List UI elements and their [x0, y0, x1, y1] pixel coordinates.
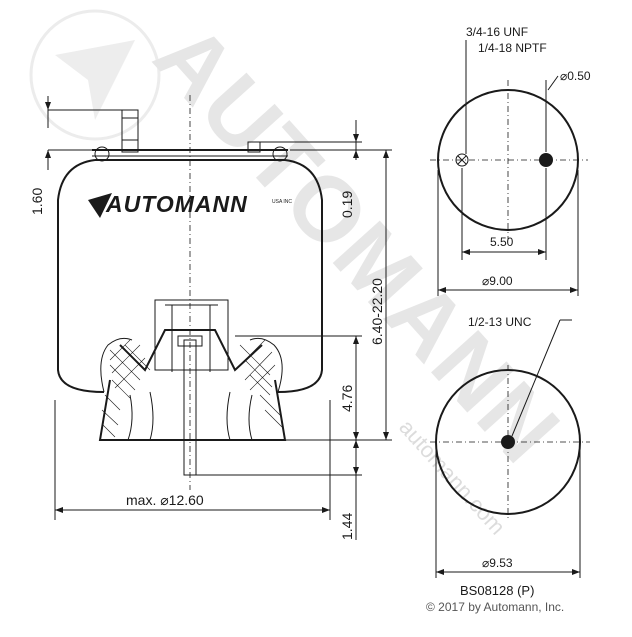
fitting-hole-icon [455, 153, 469, 167]
automann-logo: AUTOMANN USA INC [88, 191, 292, 218]
thread-spec-1: 3/4-16 UNF [466, 25, 528, 39]
dimension-max-diameter: max. ⌀12.60 [126, 492, 204, 508]
bolt-hole-icon [501, 435, 515, 449]
bellows-side-view [57, 95, 323, 490]
dimension-top-offset: 1.60 [29, 188, 45, 215]
dimension-height-range: 6.40-22.20 [369, 278, 385, 345]
bottom-view: 1/2-13 UNC ⌀9.53 [430, 315, 590, 578]
hole-diameter: ⌀0.50 [560, 69, 591, 83]
dimension-stud-gap: 0.19 [339, 191, 355, 218]
side-view-dimensions: 1.60 0.19 6.40-22.20 4.76 1.44 max. ⌀12.… [29, 96, 392, 540]
logo-brand: AUTOMANN [105, 191, 248, 217]
top-plate-diameter: ⌀9.00 [482, 274, 513, 288]
dimension-piston-height: 4.76 [339, 385, 355, 412]
logo-wing-icon [88, 193, 112, 218]
bottom-thread-spec: 1/2-13 UNC [468, 315, 532, 329]
watermark: AUTOMANN automann.com [29, 5, 580, 539]
dimension-bottom-stud: 1.44 [339, 513, 355, 540]
bottom-plate-diameter: ⌀9.53 [482, 556, 513, 570]
stud-hole-icon [539, 153, 553, 167]
thread-spec-2: 1/4-18 NPTF [478, 41, 547, 55]
logo-suffix: USA INC [272, 199, 292, 205]
part-number: BS08128 (P) [460, 583, 534, 598]
copyright: © 2017 by Automann, Inc. [426, 600, 564, 614]
piston-hatching [101, 339, 283, 438]
hole-spacing: 5.50 [490, 235, 514, 249]
top-view: 3/4-16 UNF 1/4-18 NPTF ⌀0.50 5.50 ⌀9.00 [430, 25, 591, 296]
